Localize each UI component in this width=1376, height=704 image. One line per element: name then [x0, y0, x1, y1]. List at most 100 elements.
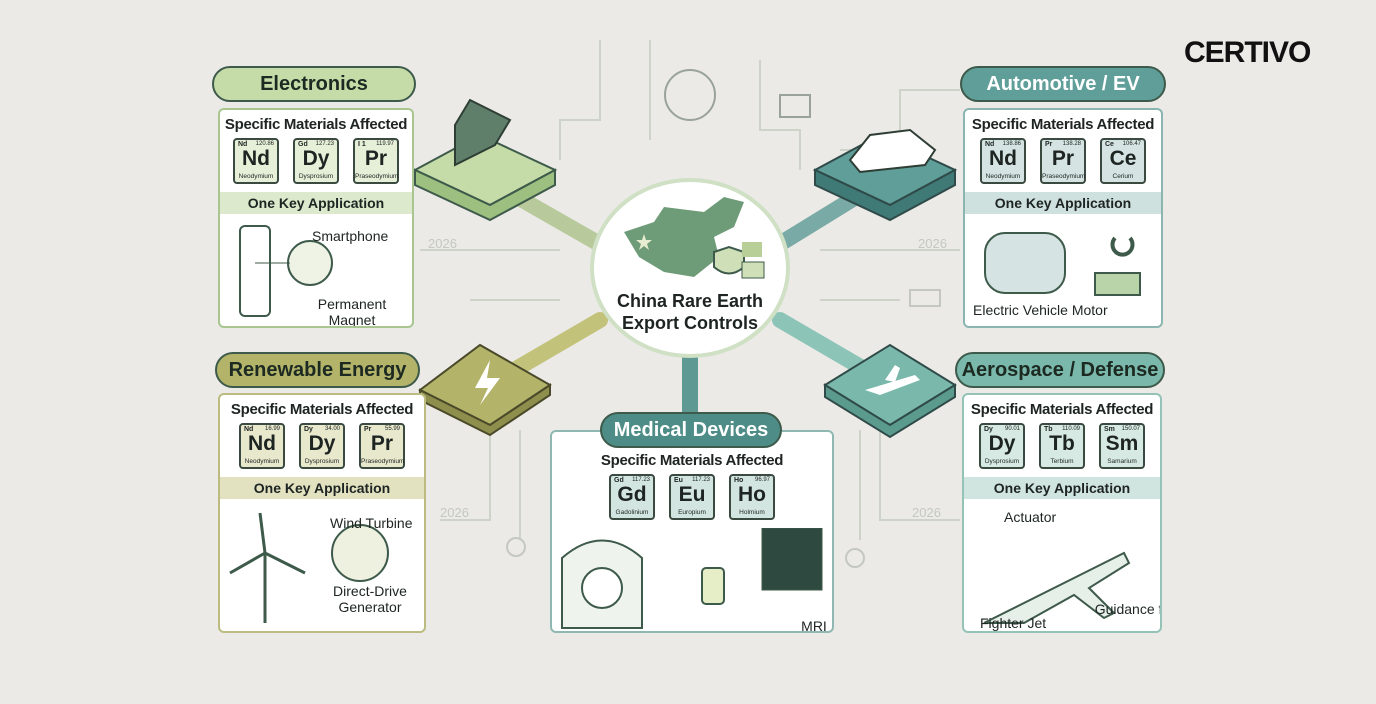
certivo-logo: CERTIVO [1184, 36, 1311, 69]
application-label: Direct-Drive Generator [333, 583, 407, 615]
panel-title-aerospace: Aerospace / Defense [955, 352, 1165, 388]
application-label: Electric Vehicle Motor [973, 302, 1108, 318]
element-weight: 106.47 [1122, 141, 1141, 147]
smartphone-icon [239, 225, 271, 317]
element-abbr: Ce [1105, 141, 1114, 148]
panel-title-renewable: Renewable Energy [215, 352, 420, 388]
element-abbr: Gd [614, 477, 624, 484]
element-weight: 150.07 [1121, 426, 1140, 432]
battery-pack-icon [1094, 272, 1141, 296]
lightning-icon [475, 360, 500, 405]
element-weight: 110.09 [1062, 426, 1080, 432]
element-name: Praseodymium [355, 173, 399, 180]
element-symbol: Tb [1049, 432, 1075, 455]
element-weight: 127.23 [315, 141, 334, 147]
application-label: MRI Contrast Agent [801, 618, 827, 633]
xray-icon [761, 528, 823, 591]
element-symbol: Pr [370, 432, 394, 455]
battery-icon [909, 289, 941, 307]
application-heading: One Key Application [220, 192, 412, 214]
panel-title-electronics: Electronics [212, 66, 416, 102]
magnet-icon [1110, 236, 1135, 257]
element-abbr: Sm [1104, 426, 1115, 433]
element-symbol: Pr [1051, 147, 1075, 170]
element-abbr: Dy [984, 426, 993, 433]
element-name: Praseodymium [1042, 173, 1086, 180]
vial-icon [701, 567, 725, 605]
materials-heading: Specific Materials Affected [600, 452, 784, 469]
center-title-line2: Export Controls [621, 313, 758, 333]
plane-icon [865, 365, 920, 395]
shield-icon [713, 245, 745, 275]
laptop-platform [412, 98, 558, 222]
truck-icon [779, 94, 811, 118]
element-weight: 96.97 [754, 477, 770, 483]
element-weight: 90.01 [1004, 426, 1020, 432]
laptop-icon [454, 98, 512, 167]
element-abbr: I 1 [358, 141, 366, 148]
plane-platform [823, 343, 957, 439]
element-name: Dysprosium [984, 458, 1020, 465]
element-abbr: Tb [1044, 426, 1053, 433]
element-abbr: Nd [244, 426, 254, 433]
materials-heading: Specific Materials Affected [971, 116, 1155, 133]
element-name: Neodymium [238, 173, 274, 180]
year-label: 2026 [912, 505, 941, 520]
generator-icon [331, 524, 389, 582]
china-map-icon [624, 197, 765, 279]
element-abbr: Ho [734, 477, 744, 484]
application-label: Actuator [1004, 509, 1057, 525]
application-label: Wind Turbine [330, 515, 413, 531]
application-label: Guidance fin [1094, 601, 1160, 617]
element-symbol: Ho [738, 483, 766, 506]
element-abbr: Eu [674, 477, 683, 484]
materials-heading: Specific Materials Affected [224, 116, 408, 133]
element-symbol: Dy [988, 432, 1016, 455]
element-name: Gadolinium [615, 509, 649, 516]
element-weight: 138.86 [1002, 141, 1021, 147]
application-illustration: Electric Vehicle Motor [965, 218, 1161, 326]
element-weight: 138.28 [1062, 141, 1081, 147]
motor-icon [984, 232, 1066, 294]
magnet-icon [287, 240, 333, 286]
element-name: Dysprosium [304, 458, 340, 465]
application-label: Fighter Jet [980, 615, 1047, 631]
element-symbol: Eu [678, 483, 706, 506]
money-icon [741, 261, 765, 279]
element-weight: 117.23 [692, 477, 710, 483]
globe-small-icon [506, 537, 526, 557]
application-label: Permanent Magnet [317, 296, 387, 328]
car-platform [812, 128, 958, 222]
application-heading: One Key Application [965, 192, 1161, 214]
element-symbol: Ce [1109, 147, 1137, 170]
element-abbr: Pr [364, 426, 372, 433]
gear-icon [845, 548, 865, 568]
element-weight: 16.99 [264, 426, 280, 432]
element-symbol: Nd [248, 432, 276, 455]
element-name: Terbium [1050, 458, 1074, 465]
chart-icon [742, 242, 762, 257]
element-name: Neodymium [244, 458, 280, 465]
element-weight: 117.23 [632, 477, 650, 483]
element-name: Praseodymium [361, 458, 405, 465]
